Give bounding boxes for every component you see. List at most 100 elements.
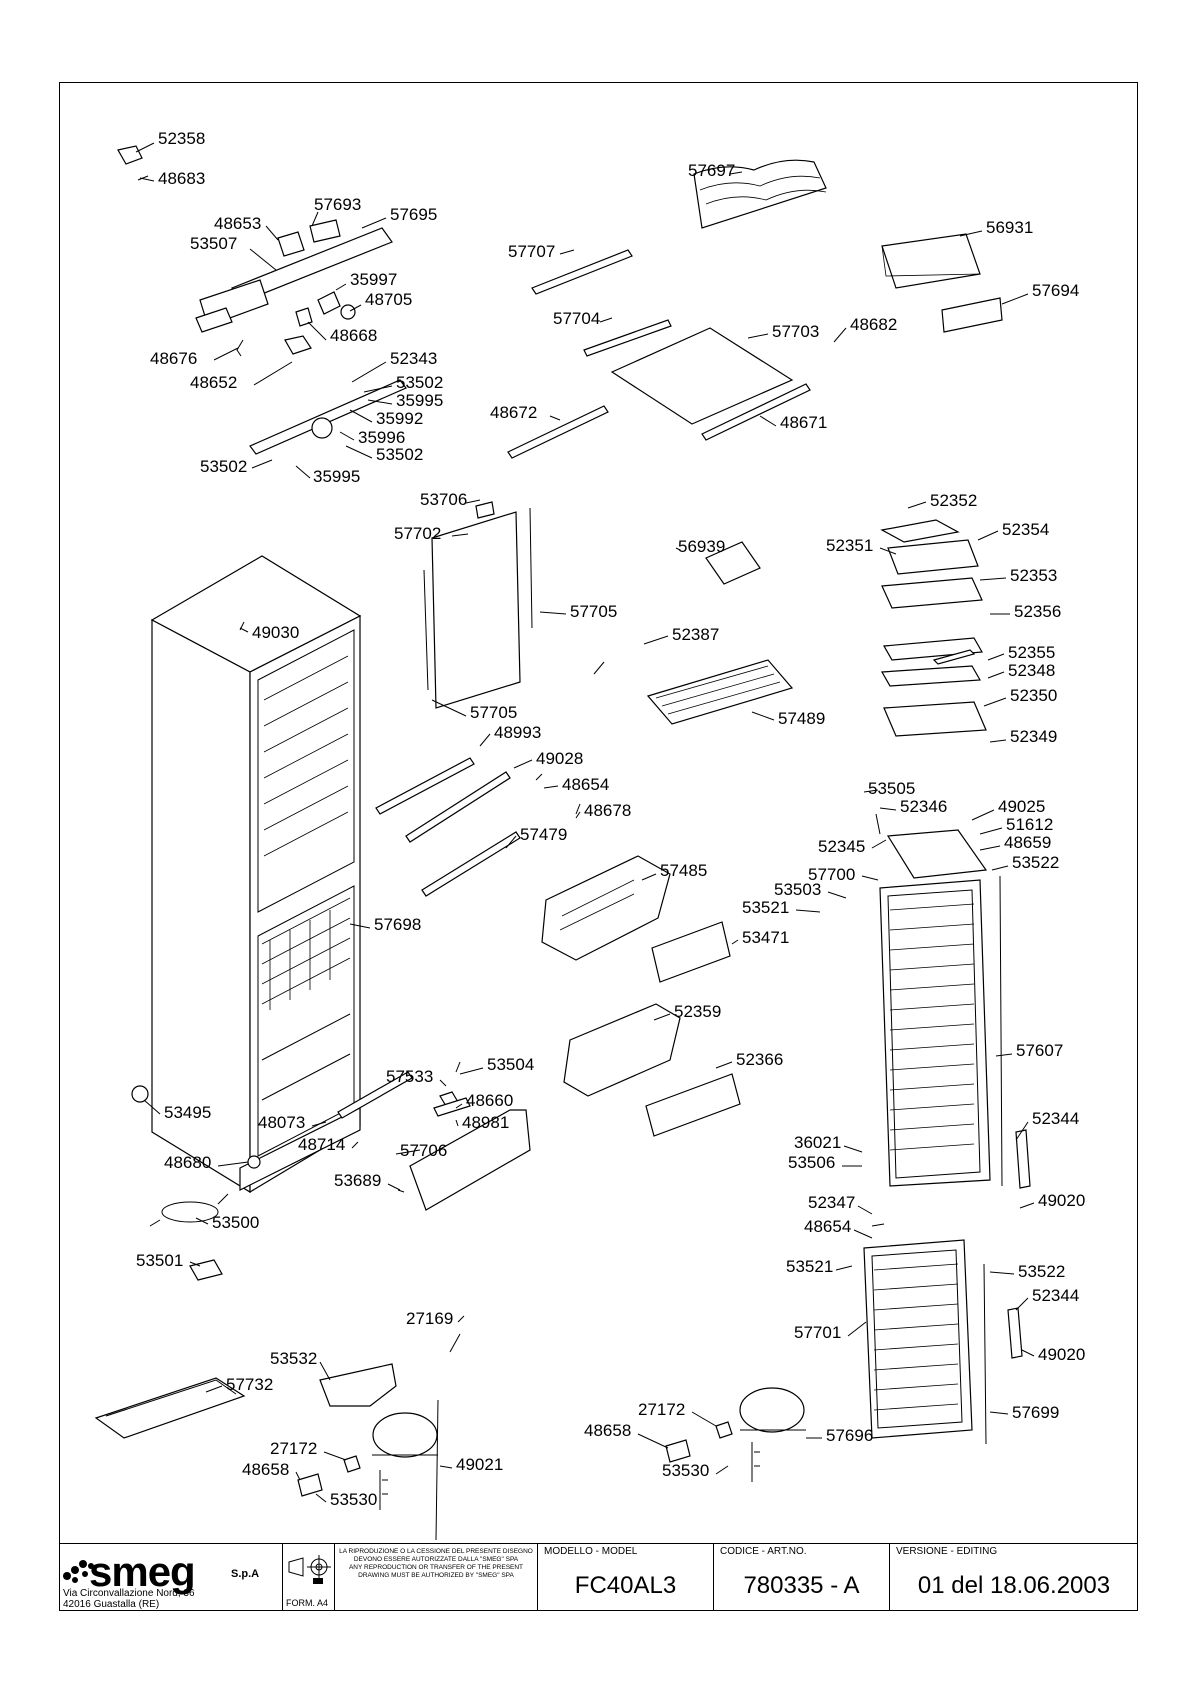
part-number-callout: 27172 [638, 1400, 685, 1419]
callout-leader-line [311, 211, 319, 227]
part-number-callout: 57696 [826, 1426, 873, 1445]
top-shelves-group [507, 159, 1003, 459]
callout-leader-line [295, 465, 311, 479]
part-number-callout: 48654 [804, 1217, 851, 1236]
part-number-callout: 49020 [1038, 1345, 1085, 1364]
part-number-callout: 57489 [778, 709, 825, 728]
part-number-callout: 35992 [376, 409, 423, 428]
callout-leader-line [349, 923, 371, 929]
company-address: Via Circonvallazione Nord, 36 42016 Guas… [63, 1588, 195, 1610]
callout-leader-line [691, 1411, 717, 1427]
part-number-callout: 57533 [386, 1067, 433, 1086]
callout-leader-line [351, 361, 387, 383]
callout-leader-line [195, 1217, 209, 1225]
part-number-callout: 51612 [1006, 815, 1053, 834]
part-number-callout: 27169 [406, 1309, 453, 1328]
callout-leader-line [549, 415, 561, 421]
callout-leader-line [539, 611, 567, 615]
model-label: MODELLO - MODEL [544, 1546, 638, 1557]
callout-leader-line [795, 909, 821, 913]
central-parts-group [131, 757, 741, 1211]
callout-leader-line [189, 1261, 201, 1267]
part-number-callout: 35996 [358, 428, 405, 447]
part-number-callout: 53522 [1018, 1262, 1065, 1281]
part-number-callout: 57485 [660, 861, 707, 880]
glass-shelf-group [423, 501, 794, 725]
part-number-callout: 48658 [584, 1421, 631, 1440]
part-number-callout: 48682 [850, 315, 897, 334]
callout-leader-line [253, 361, 293, 386]
door-balconies-group [880, 519, 987, 737]
legal-notice-cell: LA RIPRODUZIONE O LA CESSIONE DEL PRESEN… [334, 1543, 537, 1611]
brand-suffix: S.p.A [231, 1568, 260, 1580]
part-number-callout: 52352 [930, 491, 977, 510]
part-number-callout: 57700 [808, 865, 855, 884]
part-number-callout: 52347 [808, 1193, 855, 1212]
brand-logo: smeg [89, 1548, 196, 1595]
callout-leader-line [847, 1321, 867, 1337]
projection-cell: FORM. A4 [282, 1543, 334, 1611]
part-number-callout: 48668 [330, 326, 377, 345]
callout-leader-line [135, 142, 155, 153]
part-number-callout: 52344 [1032, 1286, 1079, 1305]
part-number-callout: 48660 [466, 1091, 513, 1110]
callout-leader-line [439, 1465, 453, 1469]
callout-leader-line [1015, 1297, 1029, 1311]
part-number-callout: 52387 [672, 625, 719, 644]
callout-leader-line [907, 501, 927, 509]
callout-leader-line [205, 1385, 223, 1393]
callout-leader-line [983, 697, 1007, 707]
part-number-callout: 49020 [1038, 1191, 1085, 1210]
callout-leader-line [989, 1271, 1015, 1275]
callout-leader-line [559, 249, 575, 255]
callout-leader-line [643, 635, 669, 645]
part-number-callout: 57707 [508, 242, 555, 261]
callout-leader-line [1021, 1349, 1035, 1357]
callout-leader-line [987, 671, 1005, 679]
part-number-callout: 53532 [270, 1349, 317, 1368]
part-number-callout: 57702 [394, 524, 441, 543]
callout-leader-line [351, 1141, 359, 1149]
callout-leader-line [879, 807, 897, 811]
callout-leader-line [457, 1315, 465, 1323]
refrigerator-cabinet [150, 555, 362, 1194]
smeg-logo-dots-icon [63, 1560, 94, 1583]
model-value: FC40AL3 [574, 1572, 677, 1599]
callout-leader-line [853, 1229, 873, 1239]
callout-leader-line [143, 1099, 161, 1115]
callout-leader-line [367, 399, 393, 405]
part-number-callout: 57695 [390, 205, 437, 224]
part-number-callout: 57693 [314, 195, 361, 214]
callout-leader-line [979, 577, 1007, 581]
part-callouts: 5235848683486535769357695535073599748705… [135, 129, 1085, 1509]
callout-leader-line [451, 533, 469, 537]
callout-leader-line [249, 248, 277, 271]
part-number-callout: 52354 [1002, 520, 1049, 539]
company-cell: smeg S.p.A Via Circonvallazione Nord, 36… [59, 1543, 282, 1611]
callout-leader-line [979, 845, 1001, 851]
version-label: VERSIONE - EDITING [896, 1546, 998, 1557]
part-number-callout: 48676 [150, 349, 197, 368]
part-number-callout: 52344 [1032, 1109, 1079, 1128]
part-number-callout: 27172 [270, 1439, 317, 1458]
callout-leader-line [979, 827, 1003, 835]
part-number-callout: 53507 [190, 234, 237, 253]
part-number-callout: 56939 [678, 537, 725, 556]
callout-leader-line [543, 785, 559, 789]
callout-leader-line [843, 1145, 863, 1153]
callout-leader-line [861, 875, 879, 881]
part-number-callout: 52348 [1008, 661, 1055, 680]
part-number-callout: 53502 [376, 445, 423, 464]
callout-leader-line [747, 333, 769, 339]
callout-leader-line [465, 499, 481, 504]
part-number-callout: 53706 [420, 490, 467, 509]
callout-leader-line [759, 415, 777, 427]
callout-leader-line [715, 1465, 729, 1475]
callout-leader-line [637, 1433, 669, 1449]
callout-leader-line [989, 1411, 1009, 1415]
part-number-callout: 48981 [462, 1113, 509, 1132]
callout-leader-line [989, 739, 1007, 743]
part-number-callout: 57699 [1012, 1403, 1059, 1422]
callout-leader-line [363, 385, 393, 393]
part-number-callout: 48658 [242, 1460, 289, 1479]
